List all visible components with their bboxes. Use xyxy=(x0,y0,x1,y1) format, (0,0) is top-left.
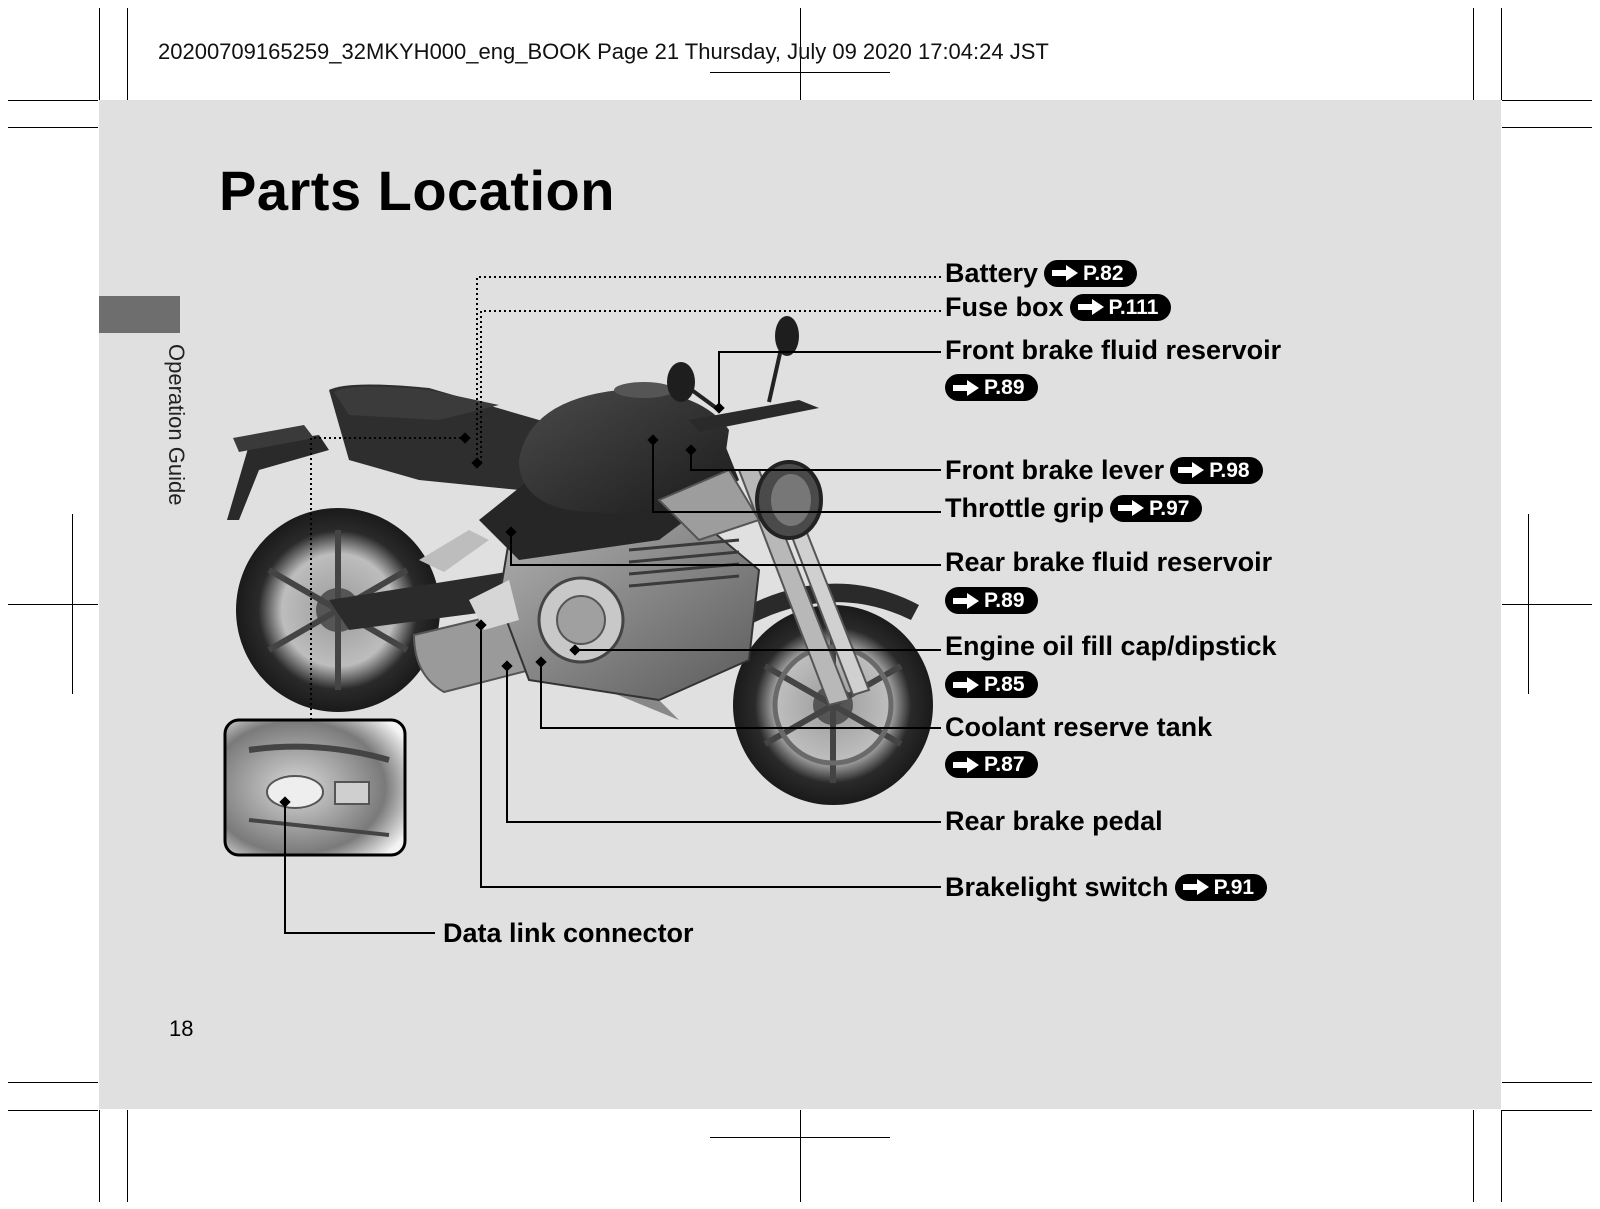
label-battery: Battery P.82 xyxy=(945,257,1137,289)
label-front-brake-fluid-reservoir: Front brake fluid reservoir xyxy=(945,334,1281,366)
label-engine-oil-fill-cap: Engine oil fill cap/dipstick xyxy=(945,630,1277,662)
throttle-grip-label: Throttle grip xyxy=(945,492,1104,524)
data-link-connector-inset xyxy=(225,720,405,855)
label-front-brake-lever: Front brake lever P.98 xyxy=(945,454,1263,486)
rear-brake-pedal-label: Rear brake pedal xyxy=(945,805,1163,837)
fuse-box-page-ref[interactable]: P.111 xyxy=(1070,294,1172,321)
label-brakelight-switch: Brakelight switch P.91 xyxy=(945,871,1267,903)
battery-page-ref[interactable]: P.82 xyxy=(1044,260,1137,287)
manual-page: Operation Guide Parts Location xyxy=(99,100,1501,1109)
fuse-box-label: Fuse box xyxy=(945,291,1064,323)
right-arrow-icon xyxy=(1076,298,1106,316)
rear-brake-fluid-reservoir-page-ref[interactable]: P.89 xyxy=(945,587,1038,614)
throttle-grip-page-ref[interactable]: P.97 xyxy=(1110,495,1203,522)
engine-oil-fill-cap-label: Engine oil fill cap/dipstick xyxy=(945,630,1277,662)
brakelight-switch-label: Brakelight switch xyxy=(945,871,1169,903)
right-arrow-icon xyxy=(951,379,981,397)
label-rear-brake-pedal: Rear brake pedal xyxy=(945,805,1163,837)
label-fuse-box: Fuse box P.111 xyxy=(945,291,1171,323)
rear-brake-fluid-reservoir-label: Rear brake fluid reservoir xyxy=(945,546,1272,578)
data-link-connector-label: Data link connector xyxy=(443,917,694,949)
page-number: 18 xyxy=(169,1016,193,1042)
parts-diagram xyxy=(99,100,1501,1109)
right-arrow-icon xyxy=(951,756,981,774)
engine-oil-fill-cap-page-ref[interactable]: P.85 xyxy=(945,671,1038,698)
battery-label: Battery xyxy=(945,257,1038,289)
coolant-reserve-tank-label: Coolant reserve tank xyxy=(945,711,1212,743)
label-rear-brake-fluid-reservoir: Rear brake fluid reservoir xyxy=(945,546,1272,578)
right-arrow-icon xyxy=(1176,461,1206,479)
front-brake-fluid-reservoir-page-ref[interactable]: P.89 xyxy=(945,374,1038,401)
front-brake-lever-label: Front brake lever xyxy=(945,454,1164,486)
coolant-reserve-tank-page-ref[interactable]: P.87 xyxy=(945,751,1038,778)
right-arrow-icon xyxy=(1050,264,1080,282)
label-throttle-grip: Throttle grip P.97 xyxy=(945,492,1202,524)
right-arrow-icon xyxy=(1181,878,1211,896)
brakelight-switch-page-ref[interactable]: P.91 xyxy=(1175,874,1268,901)
right-arrow-icon xyxy=(1116,499,1146,517)
right-arrow-icon xyxy=(951,592,981,610)
label-data-link-connector: Data link connector xyxy=(443,917,694,949)
right-arrow-icon xyxy=(951,676,981,694)
label-coolant-reserve-tank: Coolant reserve tank xyxy=(945,711,1212,743)
print-header: 20200709165259_32MKYH000_eng_BOOK Page 2… xyxy=(158,39,1049,65)
front-brake-fluid-reservoir-label: Front brake fluid reservoir xyxy=(945,334,1281,366)
front-brake-lever-page-ref[interactable]: P.98 xyxy=(1170,457,1263,484)
